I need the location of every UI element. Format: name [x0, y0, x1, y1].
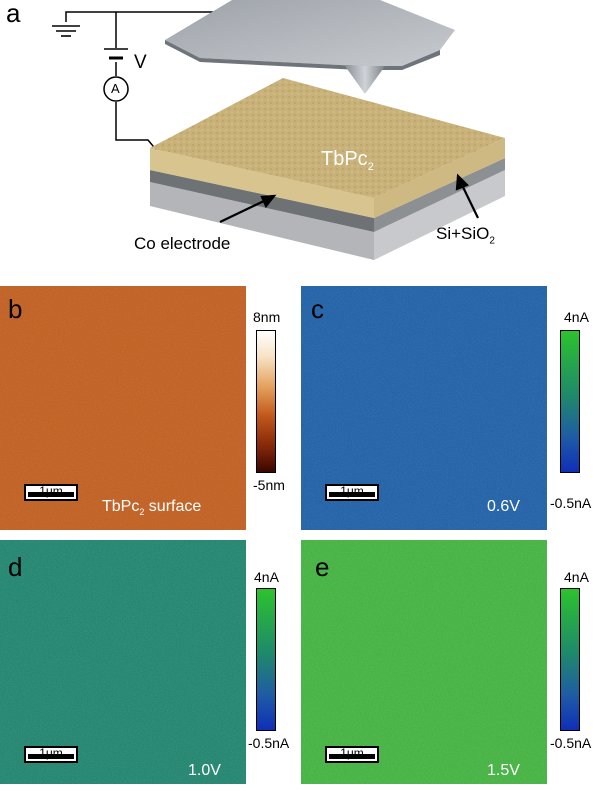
voltage-caption: 1.0V: [188, 762, 221, 779]
device-schematic: [52, 0, 505, 260]
electrode-label: Co electrode: [134, 234, 231, 253]
height-colorbar: [256, 330, 276, 473]
ammeter-icon: [103, 76, 129, 102]
colorbar-max: 8nm: [253, 309, 281, 325]
scale-bar: 1μm: [325, 746, 379, 763]
topography-map: b 1μm TbPc2 surface: [0, 286, 246, 530]
colorbar-min: -5nm: [253, 477, 285, 493]
panel-b-label: b: [8, 294, 23, 324]
panel-c-label: c: [311, 294, 324, 324]
current-map-1.0v: d 1μm 1.0V: [0, 540, 246, 784]
circuit-wires: [65, 11, 232, 153]
afm-cantilever: [165, 0, 455, 94]
current-colorbar: [560, 588, 580, 731]
layered-sample: [150, 78, 505, 260]
voltage-caption: 1.5V: [487, 762, 520, 779]
ground-icon: [52, 25, 80, 37]
voltage-caption: 0.6V: [487, 498, 520, 515]
panel-a-label: a: [6, 0, 21, 28]
battery-icon: [104, 48, 128, 60]
voltage-label: V: [134, 52, 147, 73]
panel-d-label: d: [8, 552, 23, 582]
panel-e-label: e: [315, 552, 330, 582]
current-map-1.5v: e 1μm 1.5V: [301, 540, 547, 784]
layer-top-label: TbPc2: [321, 148, 374, 173]
scale-bar: 1μm: [325, 484, 379, 501]
substrate-arrow: [455, 173, 479, 219]
colorbar-min: -0.5nA: [550, 495, 592, 511]
current-colorbar: [560, 330, 580, 473]
ammeter-label: A: [111, 81, 120, 96]
substrate-label: Si+SiO2: [436, 224, 495, 247]
scale-bar: 1μm: [24, 484, 78, 501]
colorbar-min: -0.5nA: [248, 735, 290, 751]
current-map-0.6v: c 1μm 0.6V: [301, 286, 547, 530]
colorbar-max: 4nA: [564, 569, 589, 585]
colorbar-max: 4nA: [564, 309, 589, 325]
electrode-arrow: [219, 194, 277, 223]
surface-caption: TbPc2 surface: [102, 498, 202, 518]
colorbar-min: -0.5nA: [550, 735, 592, 751]
current-colorbar: [256, 588, 276, 731]
scale-bar: 1μm: [24, 746, 78, 763]
colorbar-max: 4nA: [254, 569, 279, 585]
